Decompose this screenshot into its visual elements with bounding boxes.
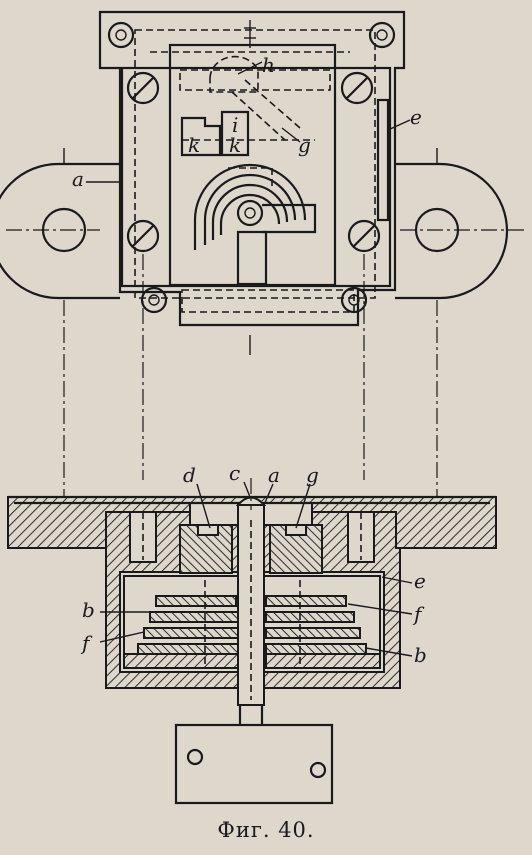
label-f-left: f bbox=[80, 631, 93, 655]
screw-bl-icon bbox=[126, 219, 160, 253]
label-b-right: b bbox=[414, 643, 427, 667]
side-bar-e bbox=[376, 98, 390, 222]
hub-right bbox=[269, 524, 323, 574]
top-view bbox=[0, 10, 528, 355]
label-k2: k bbox=[229, 133, 241, 157]
label-g-section: g bbox=[306, 463, 319, 487]
screw-tr-icon bbox=[340, 71, 374, 105]
figure-caption: Фиг. 40. bbox=[217, 818, 315, 842]
corner-hole-tr bbox=[368, 21, 396, 49]
screw-br-icon bbox=[347, 219, 381, 253]
label-d: d bbox=[183, 463, 196, 487]
spindle bbox=[237, 504, 265, 706]
screw-tl-icon bbox=[126, 71, 160, 105]
section-view bbox=[7, 478, 497, 805]
corner-hole-br bbox=[340, 286, 368, 314]
tumbler-k1 bbox=[180, 116, 222, 157]
bolt-mechanism bbox=[193, 163, 317, 286]
label-f-right: f bbox=[412, 602, 425, 626]
projection-lines bbox=[63, 254, 438, 515]
corner-hole-tl bbox=[107, 21, 135, 49]
label-g-top: g bbox=[298, 133, 311, 157]
label-k1: k bbox=[188, 133, 200, 157]
label-e-top: e bbox=[410, 105, 422, 129]
hidden-outline-1 bbox=[134, 29, 376, 299]
main-plate bbox=[98, 10, 406, 327]
label-b-left: b bbox=[82, 598, 95, 622]
label-a-top: a bbox=[72, 167, 84, 191]
label-c: c bbox=[229, 461, 240, 485]
right-lug bbox=[395, 162, 509, 300]
label-a-section: a bbox=[268, 463, 280, 487]
hidden-outline-2 bbox=[181, 289, 355, 313]
left-lug bbox=[0, 162, 120, 300]
tumbler-stack-right bbox=[265, 595, 381, 669]
label-h: h bbox=[262, 53, 275, 77]
label-e-section: e bbox=[414, 569, 426, 593]
knob bbox=[174, 723, 334, 805]
label-i: i bbox=[232, 113, 238, 137]
corner-hole-bl bbox=[140, 286, 168, 314]
